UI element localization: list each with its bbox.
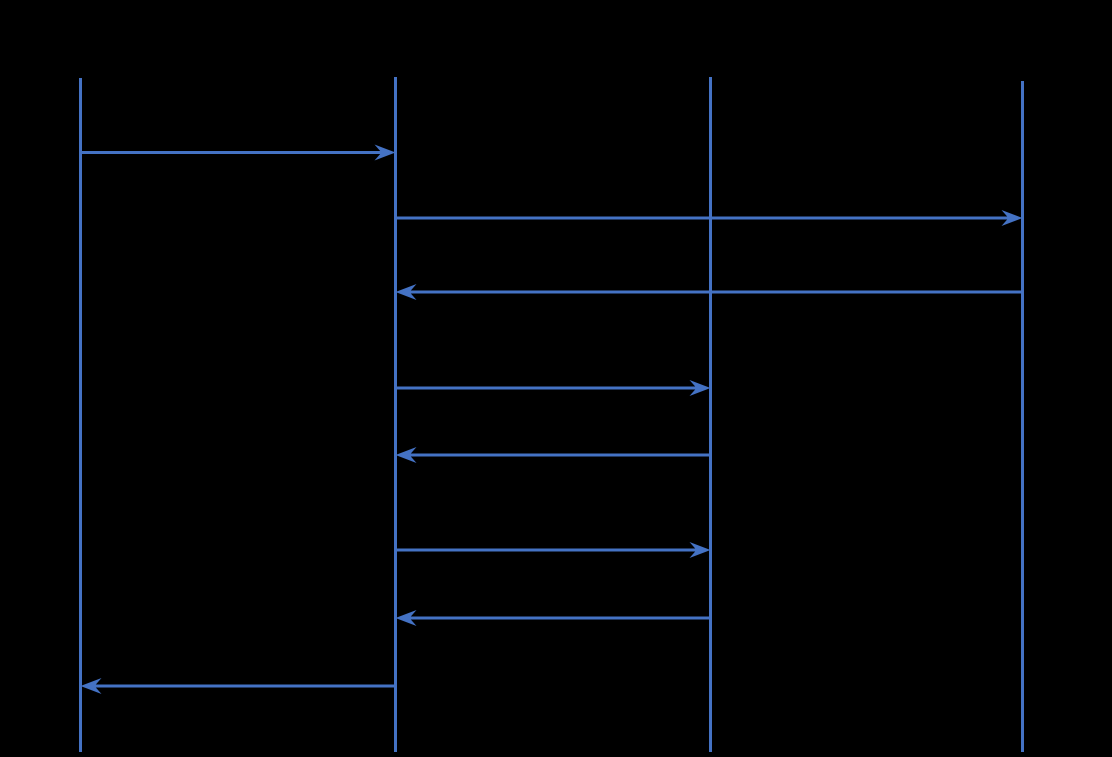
message-6-arrowhead-icon [689, 542, 711, 558]
message-2-arrowhead-icon [1001, 210, 1023, 226]
message-5-arrowhead-icon [395, 447, 417, 463]
message-3-arrowhead-icon [395, 284, 417, 300]
message-4-arrowhead-icon [689, 380, 711, 396]
message-1-arrowhead-icon [374, 144, 396, 161]
message-7-arrowhead-icon [395, 610, 417, 626]
message-8-arrowhead-icon [80, 678, 102, 694]
